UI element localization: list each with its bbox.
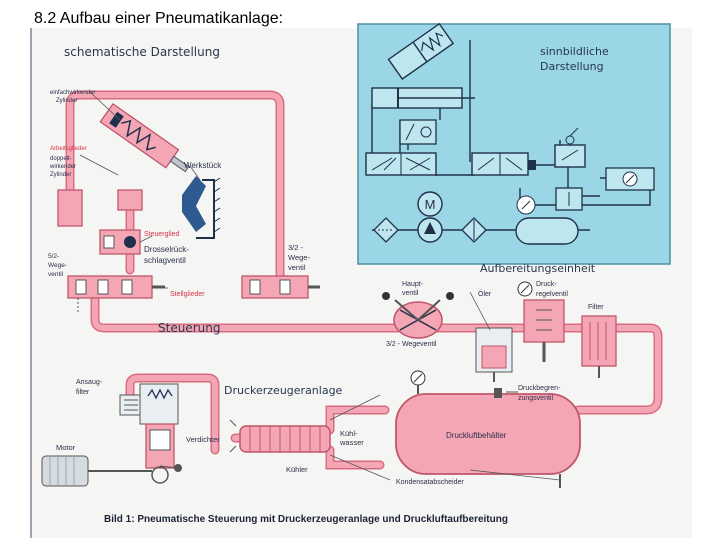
label-cooler: Kühler bbox=[286, 465, 308, 474]
label-throttle-2: schlagventil bbox=[144, 256, 186, 265]
label-actuators-red: Arbeitsglieder bbox=[50, 146, 87, 152]
label-valve52-3: ventil bbox=[48, 271, 64, 278]
label-valve32-3: ventil bbox=[288, 263, 306, 272]
valve-5-2-symbol bbox=[365, 152, 437, 176]
symbolic-title-line2: Darstellung bbox=[540, 60, 604, 73]
throttle-check-valve-symbol bbox=[399, 119, 437, 145]
label-filter: Filter bbox=[588, 304, 604, 311]
label-valve32-1: 3/2 - bbox=[288, 243, 304, 252]
label-treatment-unit: Aufbereitungseinheit bbox=[480, 262, 596, 275]
throttle-check-valve bbox=[99, 229, 141, 255]
valve-5-2 bbox=[67, 275, 165, 312]
label-compressor: Verdichter bbox=[186, 435, 220, 444]
label-drain: Kondensatabscheider bbox=[396, 479, 464, 486]
label-relief-1: Druckbegren- bbox=[518, 385, 561, 392]
label-cooling-2: wasser bbox=[339, 438, 364, 447]
pressure-regulator-symbol bbox=[555, 167, 655, 211]
label-pressure-plant: Druckerzeugeranlage bbox=[224, 384, 343, 397]
main-valve bbox=[382, 292, 454, 339]
valve-3-2 bbox=[241, 275, 320, 299]
motor bbox=[41, 455, 152, 487]
label-throttle-1: Drosselrück- bbox=[144, 245, 189, 254]
compressor bbox=[139, 383, 182, 484]
slide-title: 8.2 Aufbau einer Pneumatikanlage: bbox=[34, 10, 284, 27]
label-oiler: Öler bbox=[478, 290, 492, 298]
supply-symbols: M bbox=[373, 191, 579, 245]
intake-filter bbox=[119, 394, 143, 416]
label-valve52-1: 5/2- bbox=[48, 253, 59, 260]
label-intake-1: Ansaug- bbox=[76, 379, 103, 386]
label-intake-2: filter bbox=[76, 389, 90, 396]
valve-3-2-symbol bbox=[471, 152, 536, 176]
label-motor: Motor bbox=[56, 443, 76, 452]
label-tank: Druckluftbehälter bbox=[446, 431, 507, 440]
label-valve52-2: Wege- bbox=[48, 262, 67, 269]
label-double-cyl-2: wirkender bbox=[49, 164, 76, 170]
schematic-title: schematische Darstellung bbox=[64, 45, 220, 59]
label-valve32-2: Wege- bbox=[288, 253, 310, 262]
label-main-valve-1: Haupt- bbox=[402, 281, 424, 288]
pressure-regulator bbox=[517, 281, 565, 362]
label-workpiece: Werkstück bbox=[184, 161, 222, 170]
workpiece bbox=[182, 176, 221, 239]
label-valve32-main: 3/2 - Wegeventil bbox=[386, 341, 437, 348]
label-relief-2: zungsventil bbox=[518, 395, 553, 402]
label-double-cyl-3: Zylinder bbox=[50, 172, 71, 178]
label-single-cyl-2: Zylinder bbox=[56, 98, 77, 104]
symbolic-panel: M sinnbildliche Darstellung bbox=[357, 22, 671, 265]
motor-m-label: M bbox=[425, 197, 436, 212]
oiler bbox=[475, 327, 513, 382]
label-pressure-reg-1: Druck- bbox=[536, 281, 557, 288]
label-double-cyl-1: doppelt- bbox=[50, 156, 72, 162]
main-valve-symbol bbox=[554, 127, 586, 168]
cooler bbox=[229, 419, 331, 453]
double-acting-cylinder-symbol bbox=[371, 87, 475, 109]
label-cooling-1: Kühl- bbox=[340, 429, 358, 438]
label-main-valve-2: ventil bbox=[402, 290, 419, 297]
double-acting-cylinder bbox=[57, 189, 143, 227]
label-control: Steuerung bbox=[158, 321, 220, 335]
label-control-element: Steuerglied bbox=[144, 231, 180, 238]
filter bbox=[581, 315, 617, 378]
figure-caption: Bild 1: Pneumatische Steuerung mit Druck… bbox=[104, 514, 508, 525]
label-single-cyl-1: einfachwirkender bbox=[50, 90, 95, 96]
symbolic-title-line1: sinnbildliche bbox=[540, 45, 609, 58]
pointer-lines bbox=[79, 91, 561, 481]
label-pressure-reg-2: regelventil bbox=[536, 291, 568, 298]
single-acting-cylinder-symbol bbox=[387, 22, 455, 81]
pressure-tank bbox=[395, 370, 581, 488]
label-actuators: Stellglieder bbox=[170, 291, 205, 298]
